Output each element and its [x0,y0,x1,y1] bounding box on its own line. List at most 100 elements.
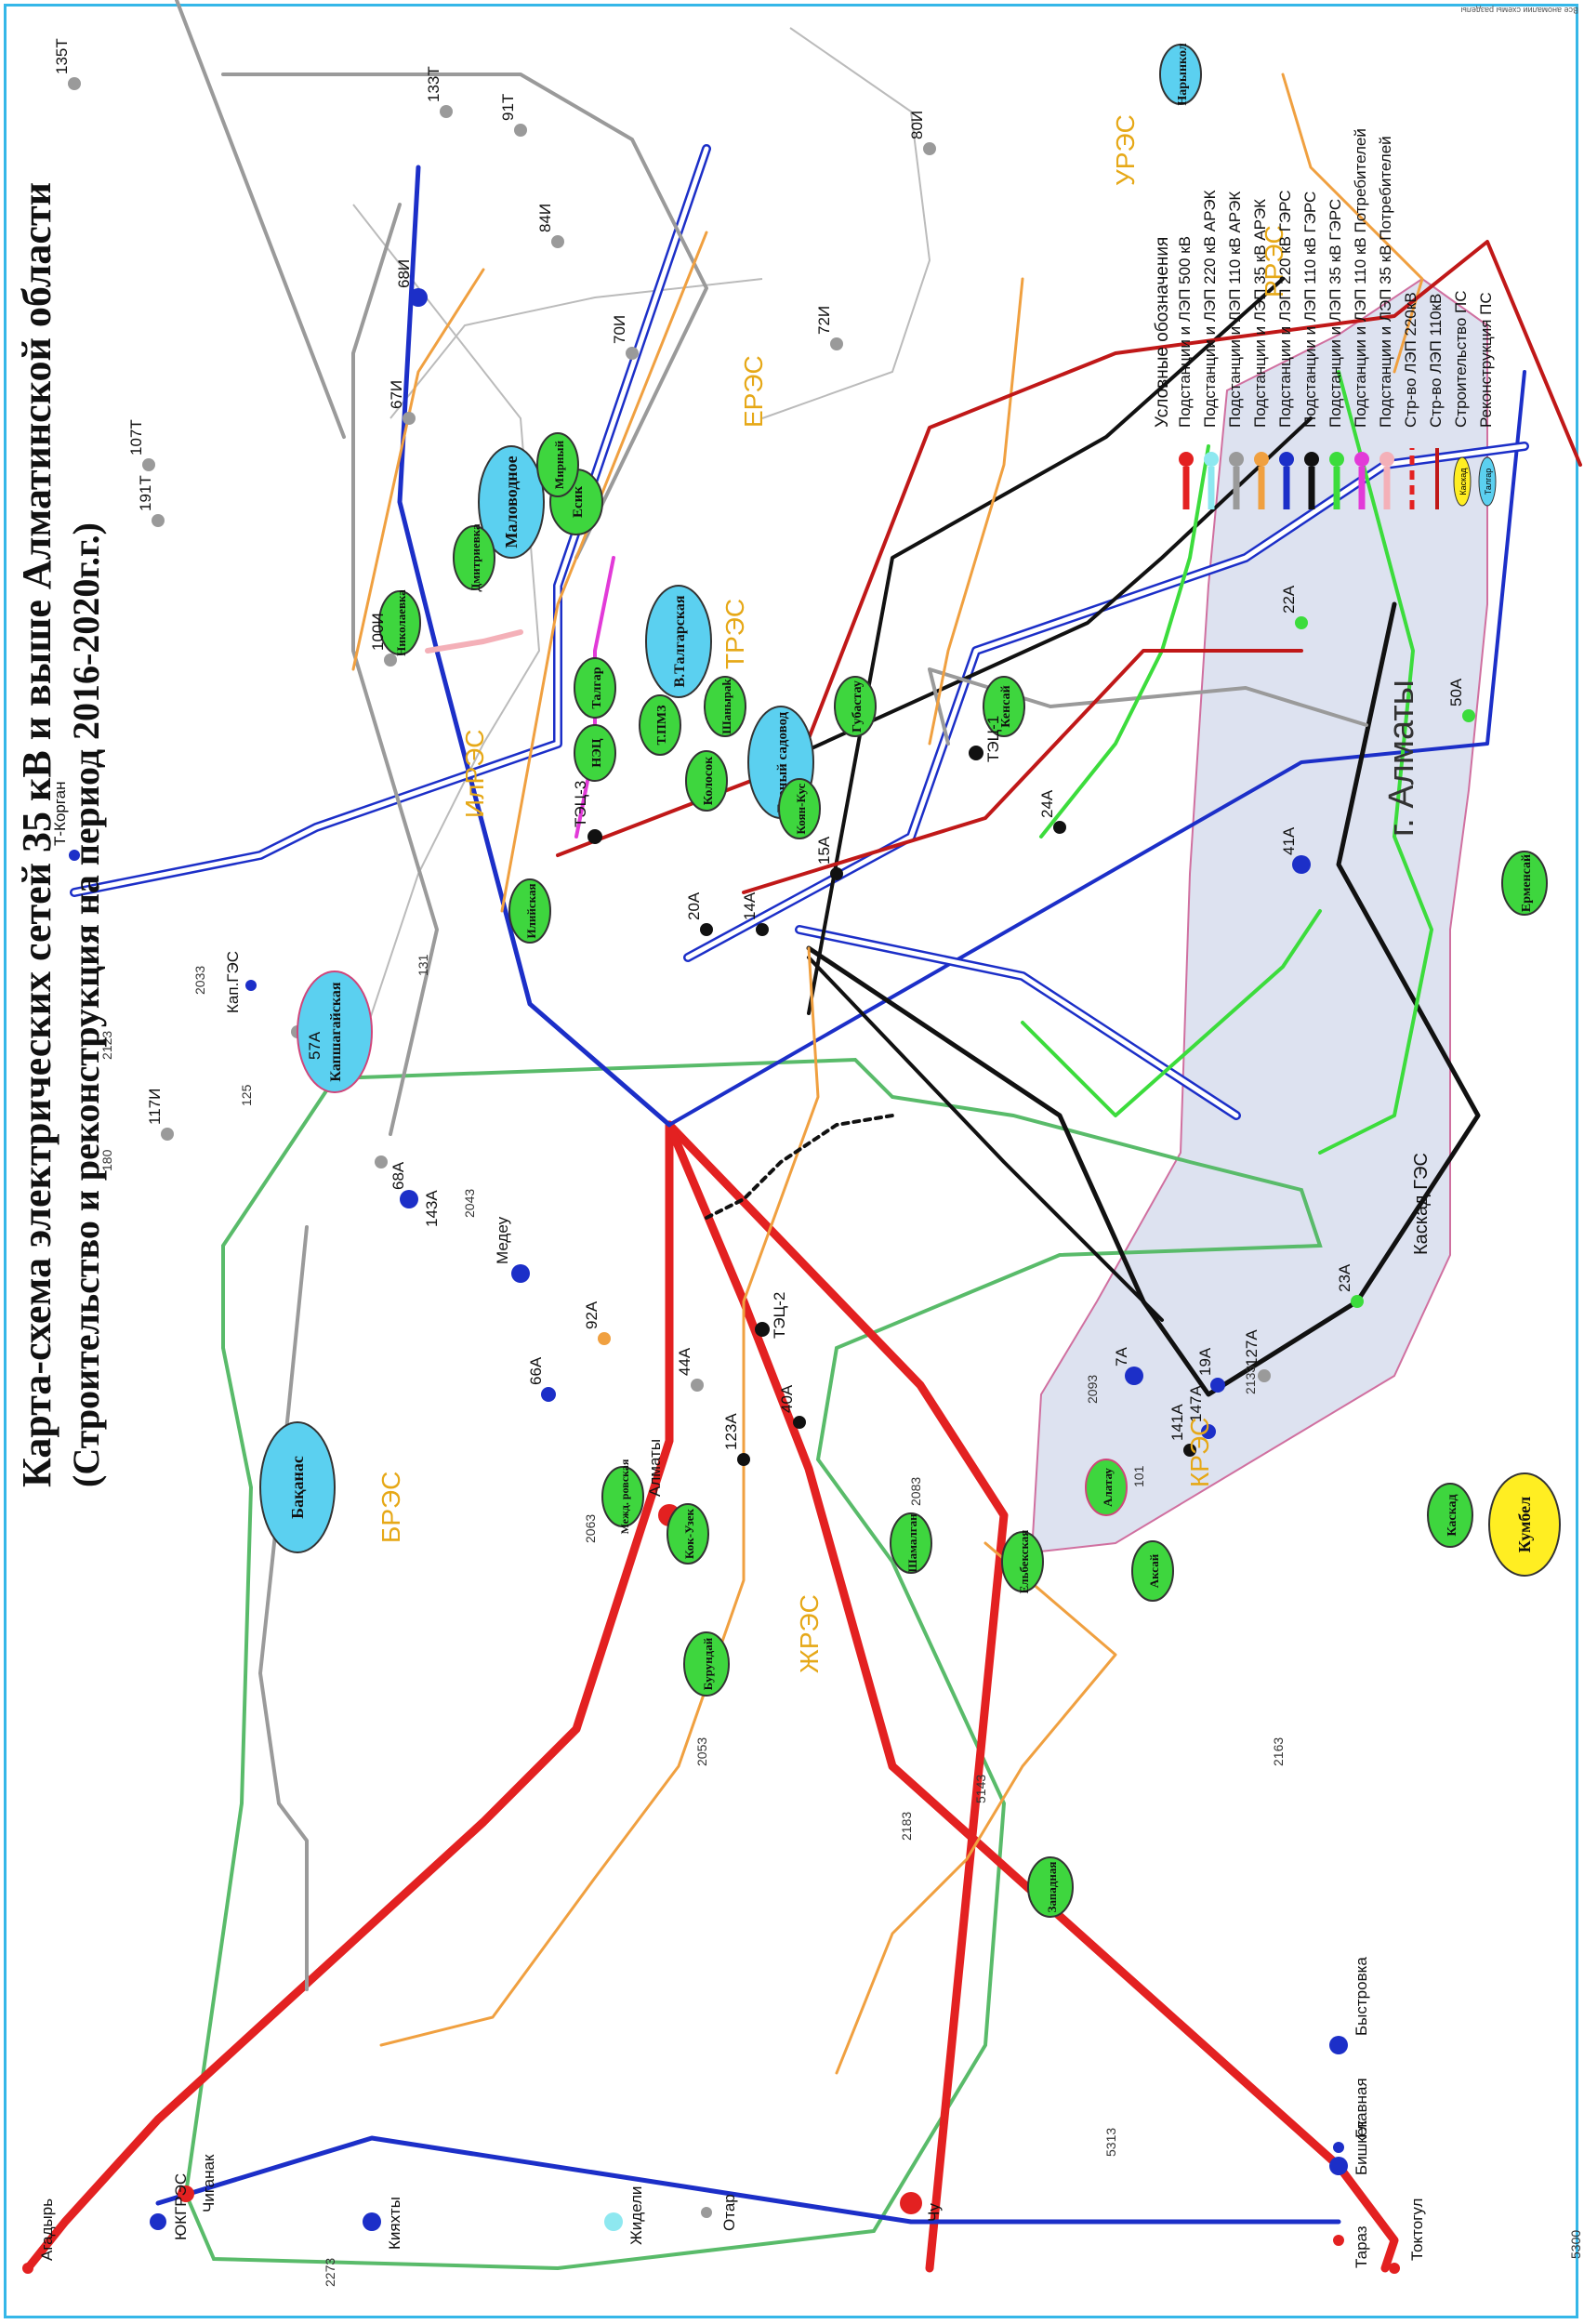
substation-kok-uzek-label: Кок-Узек [682,1508,696,1559]
legend-label: Подстанции и ЛЭП 500 кВ [1176,235,1194,428]
substation-mezhd [601,1466,644,1527]
line-35kv-eres [928,277,1024,746]
node-Быстровка-label: Быстровка [1353,1957,1370,2036]
node-72И-label: 72И [815,306,833,335]
substation-gubastau [834,676,877,737]
legend-label: Подстанции и ЛЭП 220 кВ ГЭРС [1276,190,1294,428]
substation-kumbel-label: Кумбел [1515,1497,1534,1552]
substation-alatau-label: Алатау [1101,1468,1115,1507]
node-40А-label: 40А [778,1384,796,1413]
legend-symbol [1409,448,1415,509]
line-number-label: 5143 [973,1775,988,1803]
legend-title: Условные обозначения [1153,236,1172,428]
legend-label: Подстанции и ЛЭП 110 кВ Потребителей [1352,128,1369,428]
node-24А [1053,821,1066,834]
node-Т-Корган-label: Т-Корган [51,781,69,846]
node-ТЭЦ-3-label: ТЭЦ-3 [572,781,589,827]
legend: Условные обозначения Подстанции и ЛЭП 50… [1153,9,1499,511]
legend-label: Реконструкция ПС [1477,292,1495,428]
legend-row: Подстанции и ЛЭП 35 кВ АРЭК [1248,9,1274,511]
substation-aksai-label: Аксай [1147,1553,1161,1588]
legend-row: Подстанции и ЛЭП 35 кВ Потребителей [1374,9,1399,511]
node-67И-label: 67И [388,380,405,409]
label-kaskad-ges: Каскад ГЭС [1411,1153,1432,1255]
substation-koyan-kus-label: Коян-Кус [794,783,808,834]
node-Чиганак [178,2185,194,2202]
line-number-label: 2033 [192,966,207,995]
line-number-label: 180 [99,1149,114,1171]
node-ТЭЦ-2 [755,1322,770,1337]
node-135Т [68,77,81,90]
line-110kv-ilres [175,0,346,439]
region-label-city: г. Алматы [1382,680,1421,837]
substation-gubastau-label: Губастау [851,680,865,733]
region-boundary-ilres [352,204,541,1070]
node-84И [551,235,564,248]
substation-dmitrievka [453,525,495,590]
node-84И-label: 84И [536,204,554,232]
node-147А [1201,1424,1216,1439]
legend-symbol [1204,452,1219,509]
node-Бишкек-label: Бишкек [1353,2120,1370,2175]
node-143А-label: 143А [423,1190,441,1227]
region-label-РРЭС: РРЭС [1260,225,1288,297]
substation-mezhd-label: Межд. ровская [618,1459,631,1534]
node-14А-label: 14А [741,891,759,920]
node-24А-label: 24А [1038,789,1056,818]
region-boundary-ures [761,27,931,419]
substation-iliiskaya-label: Илийская [524,884,538,939]
node-141А [1183,1444,1196,1457]
line-35kv-zhres [835,1541,1117,2075]
region-label-ЕРЭС: ЕРЭС [739,355,768,428]
substation-nec [574,724,616,782]
line-number-label: 2133 [1243,1366,1258,1394]
node-Жидели [604,2212,623,2231]
node-41А-label: 41А [1280,826,1298,855]
node-Алматы-label: Алматы [646,1439,664,1497]
line-110kv-eres [928,667,1368,746]
line-110kv-bres [258,1225,309,1991]
node-Чу-label: Чу [925,2203,943,2222]
title-line-2: (Строительство и реконструкция на период… [65,522,107,1487]
line-110kv-ures [221,73,708,560]
substation-ermensai [1501,851,1548,916]
line-35kv-ilres [500,231,708,913]
legend-label: Стр-во ЛЭП 220кВ [1402,292,1419,428]
substation-dmitrievka-label: Дмитриевка [469,523,482,592]
node-50А [1462,709,1475,722]
node-68И-label: 68И [395,259,413,288]
node-Токтогул-label: Токтогул [1408,2199,1426,2261]
node-ЮКГРЭС [150,2213,166,2230]
node-Кап-ГЭС [245,980,257,991]
region-boundary-eres [389,278,763,419]
legend-symbol [1229,452,1244,509]
node-44А [691,1379,704,1392]
substation-burundai [683,1631,730,1697]
node-ТЭЦ-1 [969,746,983,760]
legend-row: Подстанции и ЛЭП 110 кВ Потребителей [1349,9,1374,511]
node-133Т [440,105,453,118]
title-line-1: Карта-схема электрических сетей 35 кВ и … [14,182,59,1487]
node-70И [626,347,639,360]
node-ЮКГРЭС-label: ЮКГРЭС [172,2173,190,2240]
node-107Т-label: 107Т [127,419,145,456]
substation-kapshagaiskaya-label: Капшагайская [328,982,344,1081]
legend-row: Подстанции и ЛЭП 110 кВ АРЭК [1223,9,1248,511]
legend-symbol [1329,452,1344,509]
node-147А-label: 147А [1187,1385,1205,1422]
legend-label: Подстанции и ЛЭП 110 кВ ГЭРС [1301,191,1319,428]
substation-malovodnoe-label: Маловодное [502,456,521,548]
substation-kolosok-label: Колосок [702,756,716,805]
node-19А-label: 19А [1196,1347,1214,1376]
substation-nikolaevka [378,590,421,655]
node-ТЭЦ-1-label: ТЭЦ-1 [984,716,1002,762]
node-19А [1210,1378,1225,1393]
line-110kv-north [351,203,439,1136]
line-number-label: 125 [239,1084,254,1106]
region-label-ТРЭС: ТРЭС [720,599,749,669]
substation-mirny-label: Мирный [552,440,566,489]
